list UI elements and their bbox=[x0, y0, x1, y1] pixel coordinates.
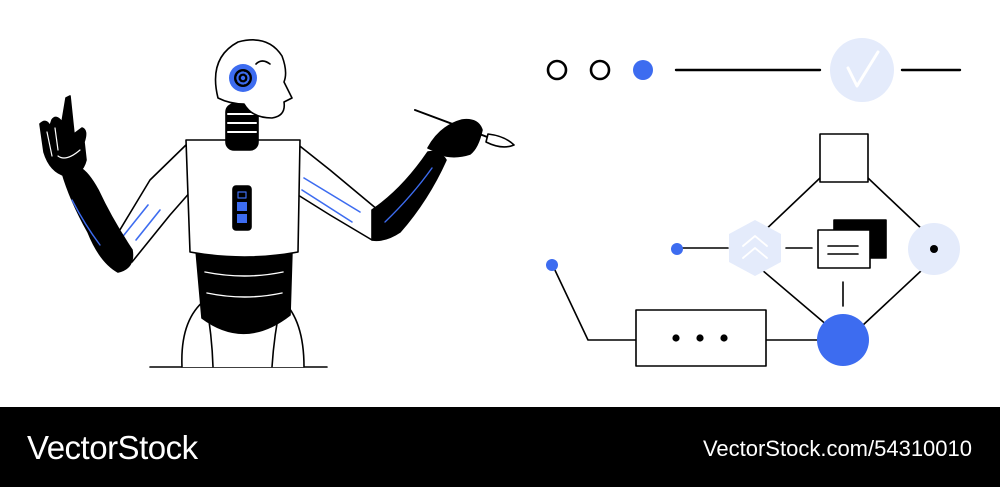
blue-dot-connector bbox=[671, 243, 683, 255]
watermark-footer: VectorStock VectorStock.com/54310010 bbox=[0, 407, 1000, 487]
robot bbox=[39, 39, 515, 368]
robot-abdomen bbox=[195, 249, 293, 335]
flow-diagram bbox=[546, 133, 960, 367]
node-document-front bbox=[817, 229, 871, 269]
robot-left-hand bbox=[39, 95, 87, 177]
step-dot-2 bbox=[589, 59, 611, 81]
stock-id: VectorStock.com/54310010 bbox=[702, 436, 972, 461]
check-badge bbox=[830, 38, 894, 102]
brand-logo: VectorStock bbox=[27, 429, 198, 466]
step-dot-1 bbox=[546, 59, 568, 81]
node-circle-blue bbox=[817, 314, 869, 366]
check-icon bbox=[846, 50, 880, 88]
illustration bbox=[39, 38, 962, 368]
blue-dot-start bbox=[546, 259, 558, 271]
chevron-up-icon bbox=[742, 235, 768, 259]
robot-left-forearm bbox=[61, 167, 134, 273]
step-dot-active bbox=[633, 60, 653, 80]
node-square bbox=[819, 133, 869, 183]
robot-right-upper-arm bbox=[295, 142, 379, 241]
paintbrush bbox=[414, 109, 515, 148]
progress-steps bbox=[546, 38, 962, 102]
